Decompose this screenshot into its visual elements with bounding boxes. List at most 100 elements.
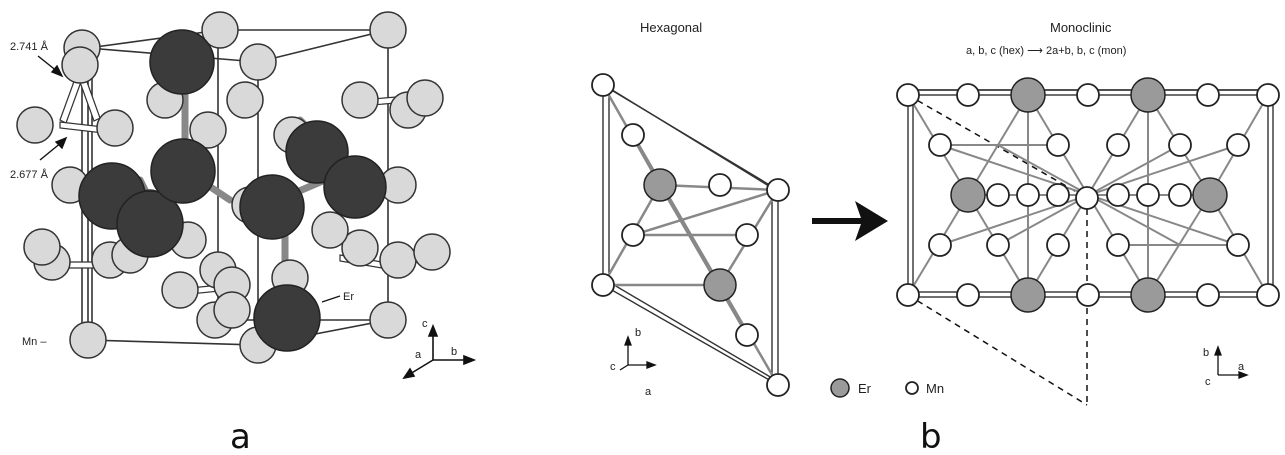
er-atom: [1010, 77, 1046, 113]
er-atom: [239, 174, 305, 240]
mn-atom: [621, 223, 645, 247]
distance-label-2741: 2.741 Å: [10, 40, 49, 53]
mn-atom: [1106, 233, 1130, 257]
mn-atom: [928, 133, 952, 157]
er-pointer: [321, 295, 341, 303]
mn-atom: [928, 233, 952, 257]
mn-atom: [896, 283, 920, 307]
mn-atom: [591, 273, 615, 297]
mn-atom: [189, 111, 227, 149]
er-atom: [1130, 277, 1166, 313]
mono-axis-c-label: c: [1205, 376, 1211, 388]
hexagonal-title: Hexagonal: [640, 20, 702, 35]
hex-atoms-layer: [591, 73, 790, 397]
mn-atom: [986, 233, 1010, 257]
legend-er-swatch: [830, 378, 850, 398]
mn-atom: [1075, 186, 1099, 210]
atom-legend: Er Mn: [830, 378, 944, 398]
mn-atom: [766, 373, 790, 397]
mn-atom: [16, 106, 54, 144]
axis-a-label: a: [415, 349, 422, 361]
mn-atom: [1168, 133, 1192, 157]
mn-atom: [1106, 183, 1130, 207]
mn-atom: [1076, 83, 1100, 107]
er-atom: [1130, 77, 1166, 113]
mn-atom: [1168, 183, 1192, 207]
er-atom: [950, 177, 986, 213]
mn-atom: [311, 211, 349, 249]
mn-atom: [239, 43, 277, 81]
er-atom: [149, 29, 215, 95]
mn-atom: [341, 81, 379, 119]
mn-atom: [1046, 133, 1070, 157]
mn-atom: [956, 83, 980, 107]
monoclinic-subtitle: a, b, c (hex) ⟶ 2a+b, b, c (mon): [966, 45, 1126, 57]
mn-atom: [413, 233, 451, 271]
mn-atom: [896, 83, 920, 107]
mn-atom: [1196, 83, 1220, 107]
er-atoms-layer: [78, 29, 387, 352]
mono-atoms-layer: [896, 77, 1280, 313]
mn-atom: [1136, 183, 1160, 207]
mn-atom: [379, 241, 417, 279]
mn-atom: [1226, 233, 1250, 257]
er-atom: [1010, 277, 1046, 313]
er-atom: [323, 155, 387, 219]
er-atom: [150, 138, 216, 204]
mn-atom: [621, 123, 645, 147]
mn-atom: [591, 73, 615, 97]
mn-atom: [735, 323, 759, 347]
mn-atom: [1226, 133, 1250, 157]
panel-a-caption: a: [230, 417, 251, 455]
hex-bonds: [601, 84, 780, 386]
distance-arrow-2: [39, 136, 68, 161]
axis-triad-a: [402, 323, 477, 380]
mn-atom: [1016, 183, 1040, 207]
legend-er-label: Er: [858, 381, 872, 396]
mn-atom: [226, 81, 264, 119]
mn-atom: [1046, 233, 1070, 257]
mn-atom: [341, 229, 379, 267]
er-atom: [253, 284, 321, 352]
mn-atom: [1106, 133, 1130, 157]
mono-axis-a-label: a: [1238, 361, 1245, 373]
mono-axis-b-label: b: [1203, 347, 1209, 359]
legend-mn-swatch: [905, 381, 919, 395]
hex-axis-a-label: a: [645, 386, 652, 398]
mn-atom: [213, 291, 251, 329]
mn-atom: [766, 178, 790, 202]
mn-atom: [23, 228, 61, 266]
panel-b-monoclinic: Monoclinic a, b, c (hex) ⟶ 2a+b, b, c (m…: [830, 20, 1280, 455]
mn-atom: [161, 271, 199, 309]
panel-b-hexagonal: Hexagonal b c a: [591, 20, 790, 398]
hex-axis-c-label: c: [610, 361, 616, 373]
axis-c-label: c: [422, 318, 428, 330]
panel-b-caption: b: [920, 417, 942, 455]
mn-atom-label: Mn –: [22, 336, 47, 348]
mn-atom: [956, 283, 980, 307]
mn-atom: [708, 173, 732, 197]
er-atom: [703, 268, 737, 302]
transformation-arrow: [812, 201, 888, 241]
mn-atom: [986, 183, 1010, 207]
panel-a-crystal: 2.741 Å 2.677 Å Mn – Er c a b a: [10, 11, 477, 455]
mn-atom: [406, 79, 444, 117]
distance-arrow-1: [37, 55, 64, 78]
mn-atom: [735, 223, 759, 247]
mn-atom: [1076, 283, 1100, 307]
mn-atom: [201, 11, 239, 49]
mn-atom: [369, 11, 407, 49]
mn-atom: [1046, 183, 1070, 207]
mn-atom: [1256, 283, 1280, 307]
er-atom: [643, 168, 677, 202]
mn-atom: [1256, 83, 1280, 107]
er-atom: [116, 190, 184, 258]
distance-label-2677: 2.677 Å: [10, 168, 49, 181]
er-atom-label: Er: [343, 291, 354, 303]
mn-atom: [61, 46, 99, 84]
mn-atom: [369, 301, 407, 339]
monoclinic-title: Monoclinic: [1050, 20, 1112, 35]
er-atom: [1192, 177, 1228, 213]
mn-atom: [1196, 283, 1220, 307]
